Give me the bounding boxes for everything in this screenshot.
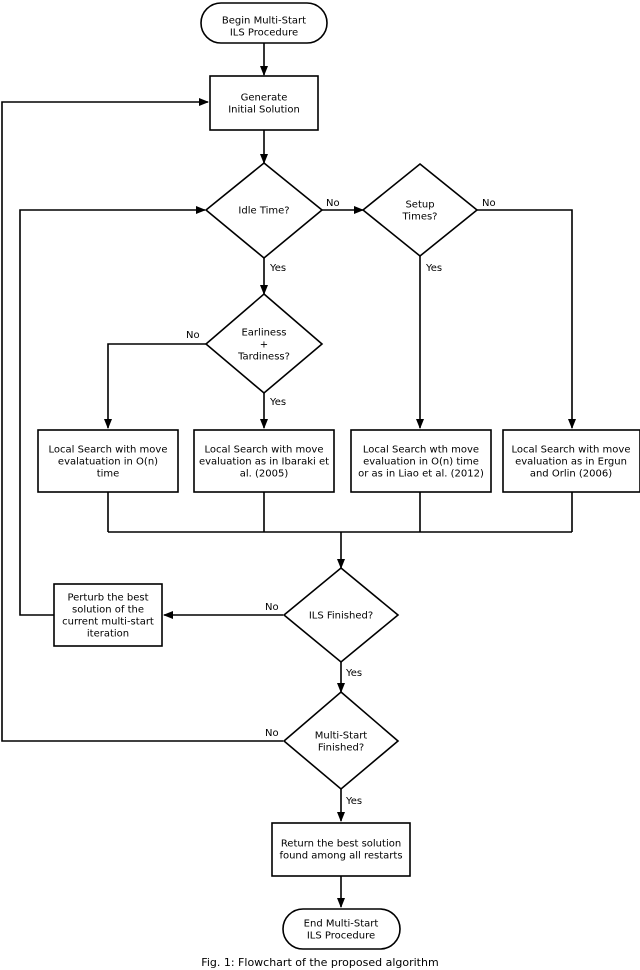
node-ls3 — [350, 429, 492, 493]
label-line: al. (2005) — [240, 469, 289, 480]
label-line: Setup — [405, 200, 434, 211]
label-idle: Idle Time? — [238, 206, 289, 217]
edge-label-setup-yes: Yes — [425, 263, 442, 274]
figure-caption: Fig. 1: Flowchart of the proposed algori… — [201, 956, 438, 969]
label-line: Finished? — [318, 743, 364, 754]
label-line: End Multi-Start — [304, 919, 379, 930]
node-ls4 — [502, 429, 640, 493]
node-perturb — [53, 583, 163, 647]
label-line: and Orlin (2006) — [530, 469, 612, 480]
edge-et-ls1 — [104, 343, 206, 429]
label-line: Initial Solution — [228, 105, 300, 116]
label-line: Generate — [241, 93, 288, 104]
edge-label-et-no: No — [186, 330, 200, 341]
label-line: Local Search with move — [49, 445, 168, 456]
label-line: evaluation in O(n) time — [363, 457, 479, 468]
label-line: ILS Finished? — [309, 611, 373, 622]
edge-label-idle-no: No — [326, 198, 340, 209]
edge-label-ils-yes: Yes — [345, 668, 362, 679]
label-line: Earliness — [241, 328, 286, 339]
label-line: time — [97, 469, 120, 480]
edges — [1, 42, 576, 908]
label-line: Begin Multi-Start — [222, 16, 306, 27]
label-line: Local Search wth move — [363, 445, 479, 456]
edge-setup-ls4 — [477, 209, 576, 429]
node-return — [271, 822, 411, 877]
label-line: Local Search with move — [512, 445, 631, 456]
label-line: Local Search with move — [205, 445, 324, 456]
node-idle-decision — [204, 161, 324, 260]
label-line: ILS Procedure — [230, 28, 298, 39]
label-line: ILS Procedure — [307, 931, 375, 942]
label-line: Tardiness? — [237, 352, 290, 363]
label-line: Return the best solution — [281, 839, 401, 850]
edge-label-et-yes: Yes — [269, 397, 286, 408]
node-ms-decision — [282, 690, 400, 791]
node-ls1 — [37, 429, 179, 493]
label-line: solution of the — [72, 605, 144, 616]
edge-label-ms-no: No — [265, 728, 279, 739]
edge-label-ils-no: No — [265, 602, 279, 613]
edge-label-ms-yes: Yes — [345, 796, 362, 807]
label-line: Perturb the best — [67, 593, 148, 604]
edge-ls-merge — [107, 492, 573, 533]
node-end — [282, 908, 401, 950]
label-line: evalatuation in O(n) — [58, 457, 158, 468]
label-ils: ILS Finished? — [309, 611, 373, 622]
label-line: evaluation as in Ergun — [515, 457, 627, 468]
node-generate — [209, 75, 319, 131]
edge-labels: No Yes No Yes No Yes No Yes No Yes — [186, 198, 496, 807]
edge-perturb-idle — [19, 206, 206, 616]
label-line: Idle Time? — [238, 206, 289, 217]
node-setup-decision — [361, 162, 479, 258]
node-ils-decision — [282, 566, 400, 664]
edge-label-idle-yes: Yes — [269, 263, 286, 274]
edge-ms-generate — [1, 98, 283, 742]
label-line: found among all restarts — [279, 851, 402, 862]
node-begin — [200, 2, 328, 44]
node-et-decision — [204, 292, 324, 395]
label-line: Multi-Start — [315, 731, 368, 742]
nodes — [37, 2, 640, 950]
label-line: or as in Liao et al. (2012) — [358, 469, 484, 480]
label-et: Earliness+Tardiness? — [237, 328, 290, 363]
label-line: current multi-start — [62, 617, 154, 628]
label-line: + — [260, 340, 268, 351]
label-line: Times? — [402, 212, 438, 223]
node-ls2 — [193, 429, 335, 493]
label-line: iteration — [87, 629, 129, 640]
label-line: evaluation as in Ibaraki et — [199, 457, 329, 468]
edge-label-setup-no: No — [482, 198, 496, 209]
